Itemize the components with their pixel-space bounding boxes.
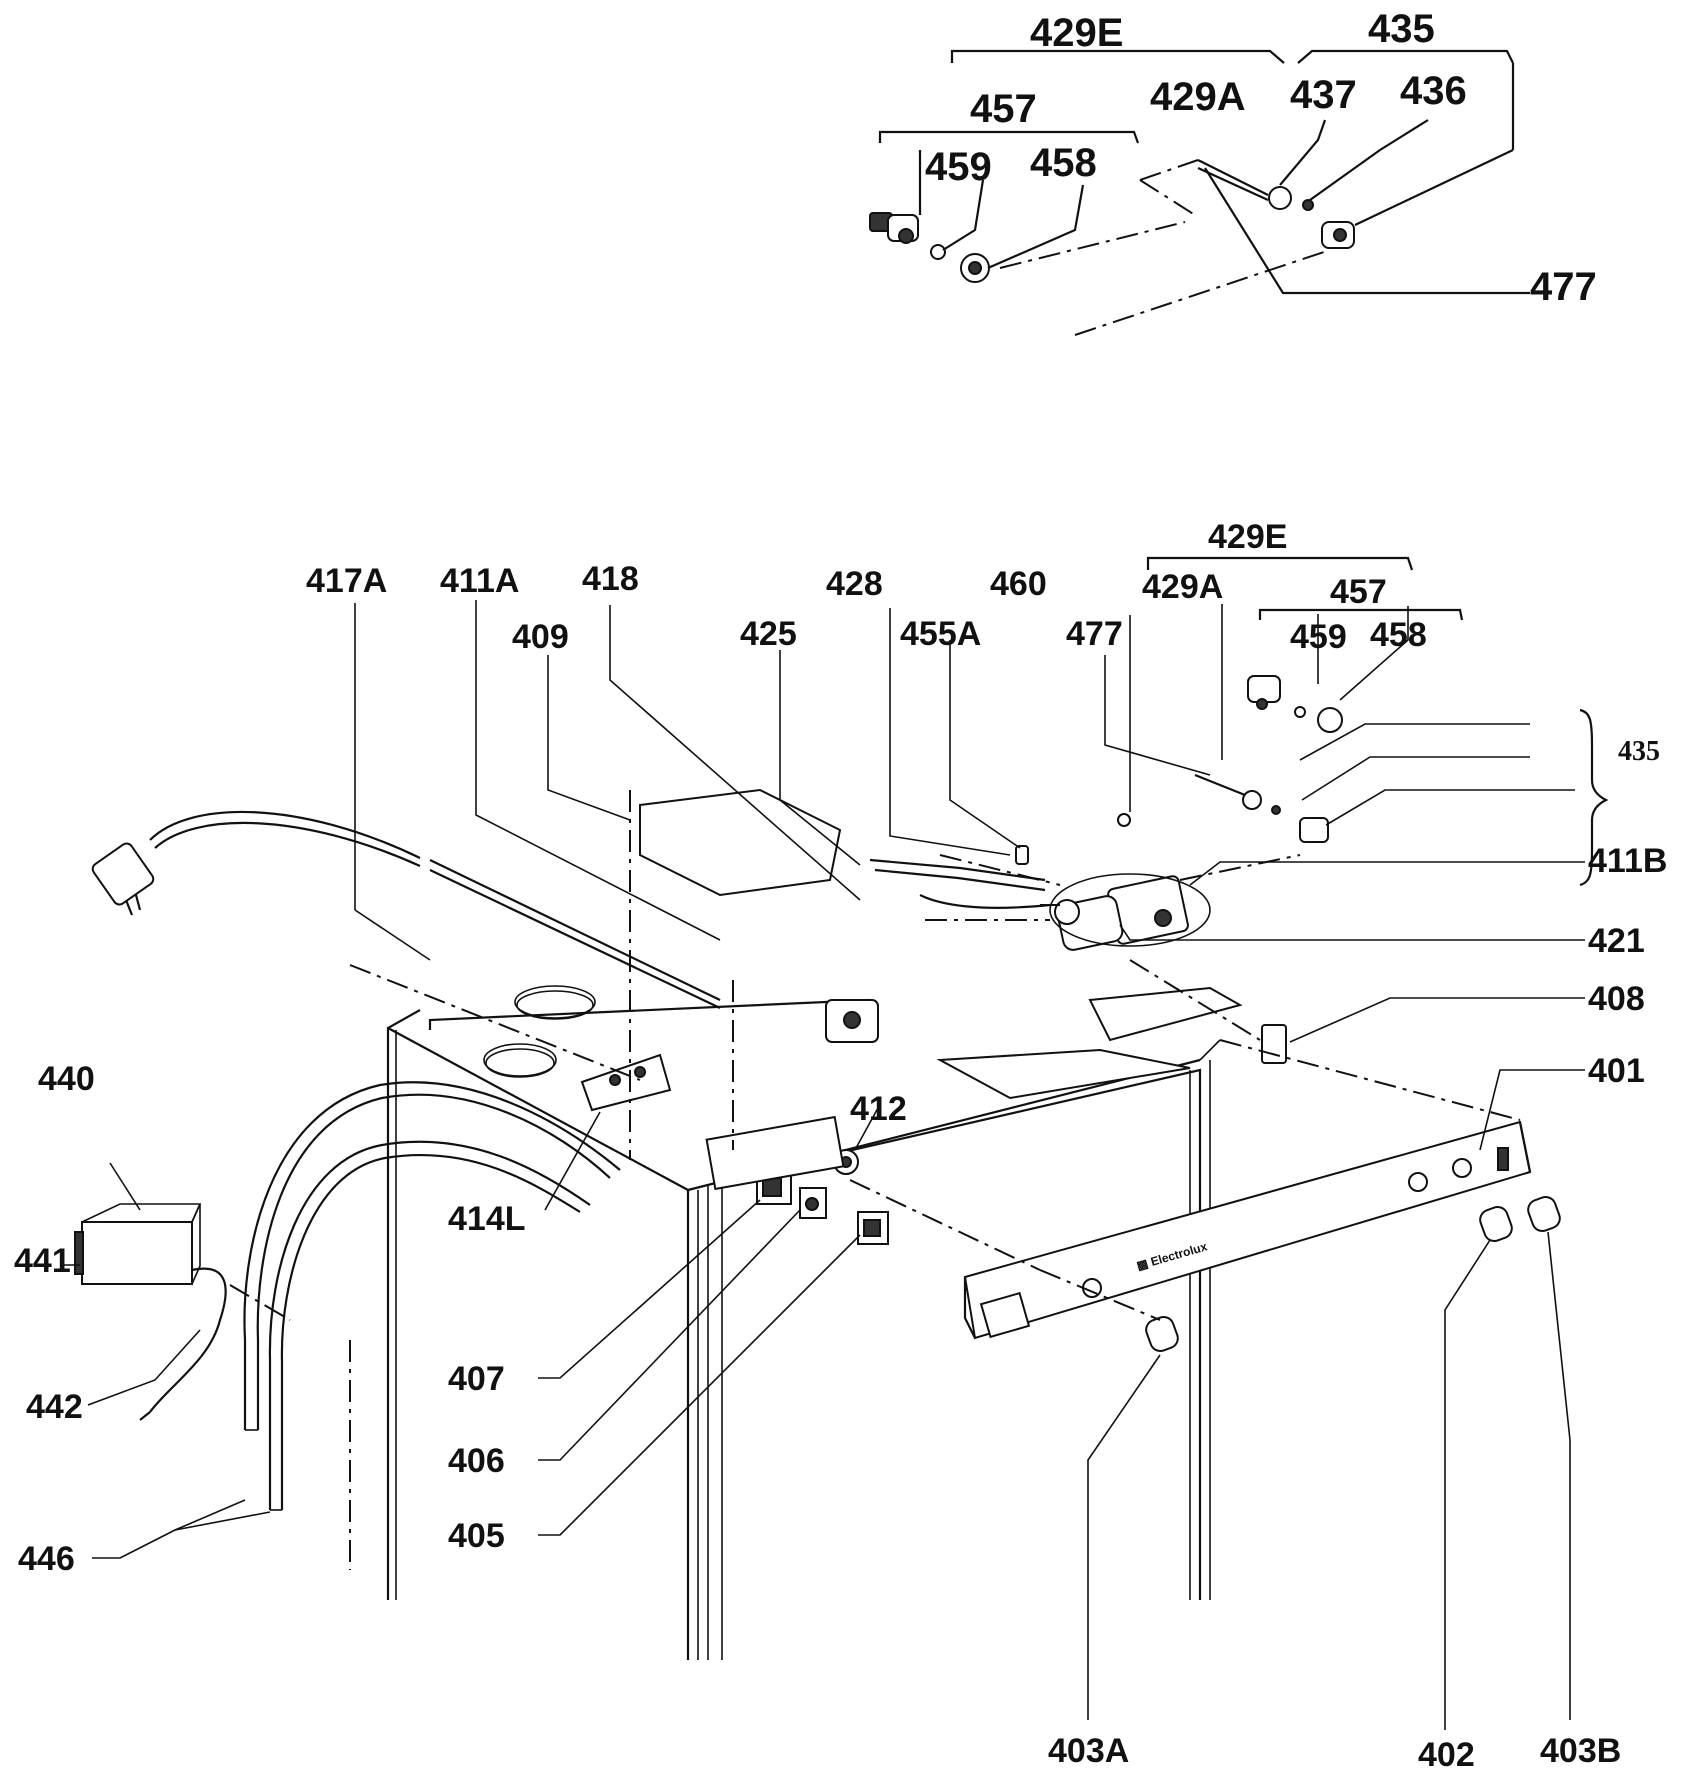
label-429a: 429A bbox=[1142, 568, 1223, 606]
label-403a: 403A bbox=[1048, 1732, 1129, 1770]
fridge-cabinet bbox=[386, 998, 1221, 1660]
thermocouple-429a-main bbox=[1194, 773, 1329, 843]
label-411b: 411B bbox=[1588, 842, 1667, 880]
control-panel-401: ▩ Electrolux bbox=[963, 1120, 1532, 1340]
cover-409 bbox=[639, 788, 842, 897]
switch-405 bbox=[857, 1211, 889, 1245]
cover-plate bbox=[936, 1048, 1191, 1100]
valve-part-457-main bbox=[1247, 675, 1343, 733]
label-408: 408 bbox=[1588, 980, 1645, 1018]
label-414l: 414L bbox=[448, 1200, 526, 1238]
bracket-plate bbox=[1088, 986, 1243, 1042]
label-458: 458 bbox=[1030, 141, 1097, 185]
label-403b: 403B bbox=[1540, 1732, 1621, 1770]
label-458: 458 bbox=[1370, 616, 1427, 654]
switch-bracket bbox=[705, 1115, 845, 1191]
thermocouple-429a bbox=[1197, 159, 1355, 249]
gas-valve-421 bbox=[1054, 895, 1124, 951]
label-460: 460 bbox=[990, 565, 1047, 603]
bracket-457-main bbox=[1258, 608, 1464, 621]
label-436: 436 bbox=[1400, 69, 1467, 113]
clip-408 bbox=[1261, 1024, 1287, 1064]
thermostat bbox=[825, 999, 879, 1043]
label-421: 421 bbox=[1588, 922, 1645, 960]
bracket-429e bbox=[950, 49, 1285, 64]
label-428: 428 bbox=[826, 565, 883, 603]
switch-406 bbox=[799, 1187, 827, 1219]
bracket-429e-main bbox=[1146, 556, 1414, 571]
label-412: 412 bbox=[850, 1090, 907, 1128]
nut-455a bbox=[1015, 845, 1029, 865]
label-459: 459 bbox=[1290, 618, 1347, 656]
label-477: 477 bbox=[1066, 615, 1123, 653]
knob-403b bbox=[1527, 1195, 1561, 1233]
label-440: 440 bbox=[38, 1060, 95, 1098]
label-442: 442 bbox=[26, 1388, 83, 1426]
inset-drawing bbox=[869, 49, 1530, 336]
bracket-435-main bbox=[1579, 708, 1609, 887]
leader-lines bbox=[62, 600, 1585, 1730]
label-402: 402 bbox=[1418, 1736, 1475, 1774]
label-435: 435 bbox=[1618, 736, 1660, 767]
inset-labels: 429E 435 457 429A 437 436 459 458 477 bbox=[925, 7, 1597, 309]
label-437: 437 bbox=[1290, 73, 1357, 117]
label-441: 441 bbox=[14, 1242, 71, 1280]
label-429a: 429A bbox=[1150, 75, 1246, 119]
valve-part-457 bbox=[869, 212, 990, 283]
bracket-457 bbox=[878, 130, 1140, 144]
label-446: 446 bbox=[18, 1540, 75, 1578]
main-labels: 417A 411A 418 409 425 428 455A 460 429E … bbox=[14, 518, 1667, 1774]
label-407: 407 bbox=[448, 1360, 505, 1398]
label-459: 459 bbox=[925, 145, 992, 189]
knob-403a bbox=[1145, 1315, 1179, 1353]
label-429e: 429E bbox=[1208, 518, 1287, 556]
label-406: 406 bbox=[448, 1442, 505, 1480]
power-plug bbox=[91, 842, 155, 916]
label-457: 457 bbox=[970, 87, 1037, 131]
knob-402 bbox=[1479, 1205, 1513, 1243]
label-457: 457 bbox=[1330, 573, 1387, 611]
screw-460 bbox=[1117, 813, 1131, 827]
main-drawing: ▩ Electrolux bbox=[62, 556, 1609, 1730]
label-418: 418 bbox=[582, 560, 639, 598]
label-429e: 429E bbox=[1030, 11, 1123, 55]
label-411a: 411A bbox=[440, 562, 519, 600]
label-435: 435 bbox=[1368, 7, 1435, 51]
label-425: 425 bbox=[740, 615, 797, 653]
label-405: 405 bbox=[448, 1517, 505, 1555]
bracket-435 bbox=[1297, 49, 1514, 64]
label-477: 477 bbox=[1530, 265, 1597, 309]
label-401: 401 bbox=[1588, 1052, 1645, 1090]
label-417a: 417A bbox=[306, 562, 387, 600]
label-409: 409 bbox=[512, 618, 569, 656]
igniter-440 bbox=[74, 1203, 202, 1285]
label-455a: 455A bbox=[900, 615, 981, 653]
terminal-block-414l bbox=[580, 1053, 672, 1112]
valve-body-411b bbox=[1107, 875, 1189, 945]
